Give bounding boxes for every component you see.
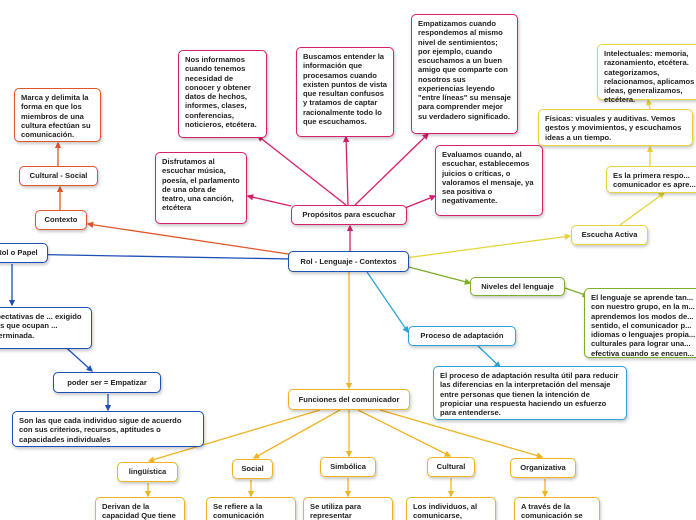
link-central-contexto [86, 221, 296, 256]
link-propositos-informamos [256, 135, 347, 206]
link-propositos-empatizamos [354, 133, 429, 206]
central-topic[interactable]: Rol - Lenguaje - Contextos [288, 251, 409, 272]
node-linguistica[interactable]: lingüística [117, 462, 178, 482]
link-propositos-buscamos [342, 135, 350, 206]
link-funciones-organizativa [379, 409, 544, 459]
link-propositos-disfrutamos [246, 194, 292, 207]
node-se-utiliza[interactable]: Se utiliza para representar [303, 497, 393, 520]
node-marca-delimita[interactable]: Marca y delimita la forma en que los mie… [14, 88, 101, 142]
node-intelectuales[interactable]: Intelectuales: memoria, razonamiento, et… [597, 44, 696, 104]
topic-contexto[interactable]: Contexto [35, 210, 87, 230]
node-social[interactable]: Social [232, 459, 273, 479]
topic-rol-o-papel[interactable]: Rol o Papel [0, 243, 48, 263]
node-poder-ser[interactable]: poder ser = Empatizar [53, 372, 161, 393]
node-se-refiere[interactable]: Se refiere a la comunicación [206, 497, 296, 520]
node-organizativa[interactable]: Organizativa [510, 458, 576, 478]
node-es-la-primera[interactable]: Es la primera respo... comunicador es ap… [606, 166, 696, 193]
link-central-proceso [366, 271, 409, 334]
link-funciones-cultural [357, 409, 452, 457]
topic-niveles-del-lenguaje[interactable]: Niveles del lenguaje [470, 277, 565, 296]
node-proceso-descripcion[interactable]: El proceso de adaptación resulta útil pa… [433, 366, 627, 420]
node-los-individuos[interactable]: Los individuos, al comunicarse, [406, 497, 496, 520]
node-empatizamos[interactable]: Empatizamos cuando respondemos al mismo … [411, 14, 518, 134]
link-funciones-social [252, 409, 341, 459]
node-fisicas[interactable]: Físicas: visuales y auditivas. Vemos ges… [538, 109, 693, 146]
node-a-traves[interactable]: A través de la comunicación se [514, 497, 600, 520]
link-proceso-descripcion [477, 345, 501, 368]
link-fisicas-intelectuales [645, 98, 653, 110]
node-disfrutamos[interactable]: Disfrutamos al escuchar música, poesía, … [155, 152, 247, 224]
topic-propositos[interactable]: Propósitos para escuchar [291, 205, 407, 225]
link-escucha-es-la-primera [619, 192, 666, 226]
topic-funciones-del-comunicador[interactable]: Funciones del comunicador [288, 389, 410, 410]
link-central-escucha-activa [404, 233, 572, 259]
node-simbolica[interactable]: Simbólica [320, 457, 376, 477]
node-buscamos-entender[interactable]: Buscamos entender la información que pro… [296, 47, 394, 137]
node-cultural[interactable]: Cultural [427, 457, 475, 477]
node-cultural-social[interactable]: Cultural - Social [19, 166, 98, 186]
node-derivan-de-la-capacidad[interactable]: Derivan de la capacidad Que tiene [95, 497, 185, 520]
link-central-rol [8, 250, 293, 260]
node-expectativas[interactable]: Expectativas de ... exigido a los que oc… [0, 307, 92, 349]
node-nos-informamos[interactable]: Nos informamos cuando tenemos necesidad … [178, 50, 267, 138]
node-son-las-que[interactable]: Son las que cada individuo sigue de acue… [12, 411, 204, 447]
node-evaluamos[interactable]: Evaluamos cuando, al escuchar, establece… [435, 145, 543, 216]
node-lenguaje-se-aprende[interactable]: El lenguaje se aprende tan... con nuestr… [584, 288, 696, 358]
link-funciones-linguistica [147, 409, 321, 463]
topic-proceso-de-adaptacion[interactable]: Proceso de adaptación [408, 326, 516, 346]
link-central-niveles [404, 265, 472, 285]
topic-escucha-activa[interactable]: Escucha Activa [571, 225, 648, 245]
